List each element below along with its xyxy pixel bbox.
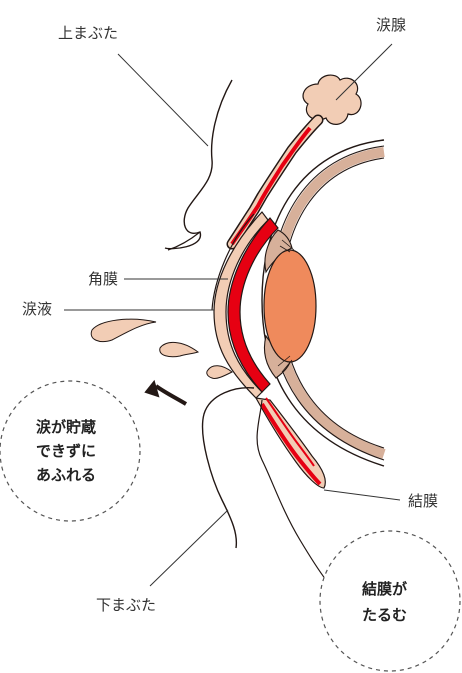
upper-eyelid-skin	[165, 80, 232, 249]
lens	[264, 250, 316, 362]
label-lower-eyelid: 下まぶた	[96, 596, 156, 614]
lower-eyelid-inner	[257, 400, 326, 580]
bubble-tear-overflow-line-3: あふれる	[36, 466, 96, 484]
curved-arrow-icon	[156, 386, 186, 404]
tear-drop-1	[91, 319, 156, 341]
label-cornea: 角膜	[88, 270, 118, 288]
label-lacrimal-gland: 涙腺	[376, 16, 406, 34]
leader-upper-eyelid	[118, 54, 208, 146]
bubble-conjunctiva-sag	[320, 531, 460, 671]
curved-arrow-head	[146, 382, 158, 396]
bubble-conjunctiva-sag-line-2: たるむ	[362, 606, 407, 624]
label-tear-fluid: 涙液	[22, 300, 52, 318]
leader-conjunctiva	[324, 490, 400, 500]
label-upper-eyelid: 上まぶた	[58, 24, 118, 42]
label-conjunctiva: 結膜	[408, 492, 438, 510]
lacrimal-gland-icon	[303, 75, 361, 124]
lower-eyelid-skin	[203, 388, 254, 548]
bubble-tear-overflow-line-1: 涙が貯蔵	[36, 418, 96, 436]
leader-lower-eyelid	[150, 510, 228, 586]
leader-lacrimal-gland	[336, 44, 392, 100]
bubble-conjunctiva-sag-line-1: 結膜が	[362, 580, 408, 598]
tear-drop-2	[160, 342, 198, 356]
tear-drop-3	[207, 366, 232, 379]
bubble-tear-overflow-line-2: できずに	[36, 442, 96, 460]
